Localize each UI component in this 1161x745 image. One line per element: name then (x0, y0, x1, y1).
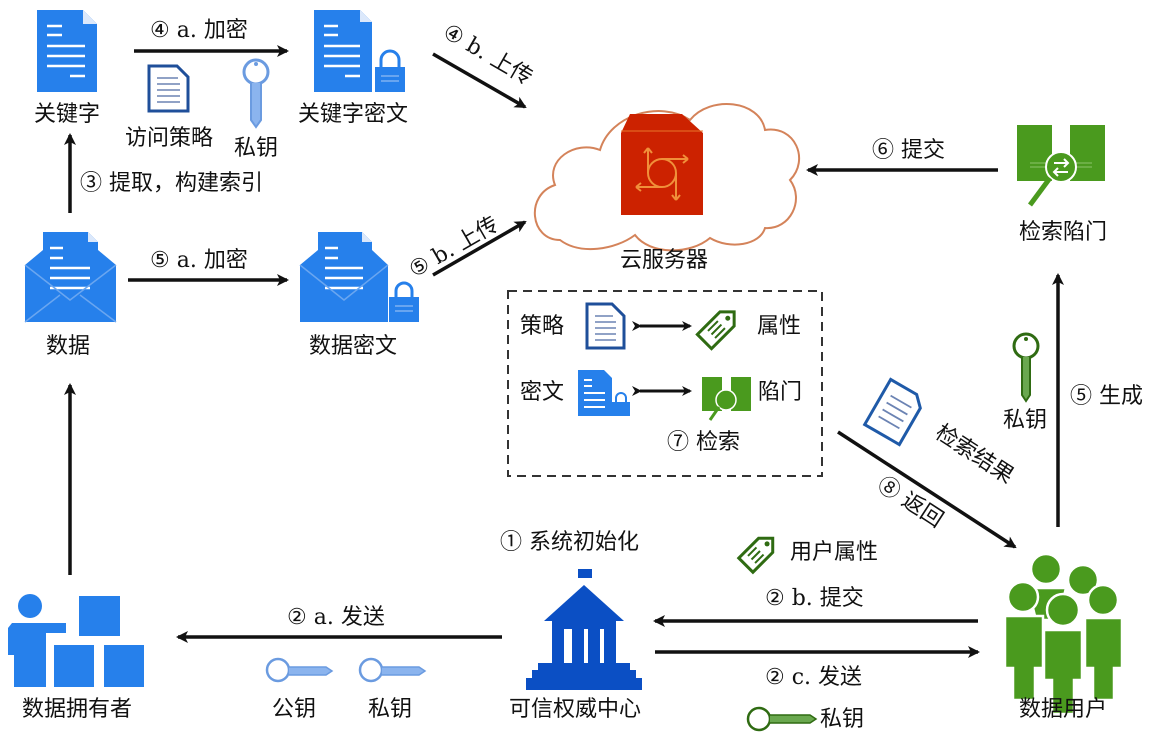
step-4a-label: ④ a. 加密 (150, 18, 248, 43)
step-2b-label: ② b. 提交 (765, 586, 864, 611)
step-7-label: ⑦ 检索 (667, 430, 740, 455)
user-attribute-tag-icon (736, 536, 775, 575)
authority-label: 可信权威中心 (508, 697, 642, 722)
owner-private-key-icon (358, 657, 427, 683)
data-envelope-icon (24, 232, 117, 323)
data-ciphertext-label: 数据密文 (308, 334, 398, 359)
trapdoor-label: 陷门 (758, 380, 803, 405)
ciphertext-label: 密文 (520, 380, 565, 405)
keyword-ciphertext-icon (314, 10, 405, 92)
public-key-icon (265, 657, 334, 683)
policy-doc-icon (585, 302, 626, 350)
private-key-icon (242, 58, 270, 129)
user-issued-private-key-icon (746, 706, 818, 732)
keyword-ciphertext-label: 关键字密文 (297, 102, 409, 127)
user-private-key-icon (1012, 332, 1040, 403)
data-user-icon (1003, 552, 1124, 716)
data-owner-label: 数据拥有者 (21, 697, 133, 722)
policy-label: 策略 (520, 314, 565, 339)
search-process-box (507, 290, 823, 477)
owner-private-key-label: 私钥 (367, 697, 413, 722)
data-ciphertext-icon (299, 232, 419, 322)
public-key-label: 公钥 (271, 697, 317, 722)
data-label: 数据 (45, 334, 91, 359)
user-attributes-label: 用户属性 (790, 540, 879, 565)
attribute-tag-icon (695, 310, 736, 351)
step-2c-label: ② c. 发送 (765, 665, 863, 690)
cloud-server-label: 云服务器 (619, 248, 709, 273)
step-3-label: ③ 提取，构建索引 (80, 171, 263, 196)
private-key-label: 私钥 (233, 136, 279, 161)
ciphertext-doc-icon (578, 370, 630, 416)
step-6-label: ⑥ 提交 (872, 138, 945, 163)
cloud-server-icon (621, 114, 703, 215)
user-private-key-label: 私钥 (1002, 408, 1048, 433)
step-2a-label: ② a. 发送 (287, 605, 385, 630)
data-owner-icon (8, 594, 144, 687)
trapdoor-small-icon (702, 377, 751, 421)
step-5a-label: ⑤ a. 加密 (150, 248, 248, 273)
arrow-8-return (837, 430, 1017, 549)
keyword-document-icon (37, 10, 97, 92)
access-policy-label: 访问策略 (124, 126, 214, 151)
attribute-label: 属性 (757, 314, 802, 339)
step-1-label: ① 系统初始化 (500, 530, 639, 555)
search-trapdoor-icon (1017, 125, 1105, 207)
arrow-4b-upload (432, 52, 527, 109)
search-result-doc-icon (862, 377, 922, 447)
access-policy-icon (147, 64, 190, 113)
keyword-label: 关键字 (33, 102, 101, 127)
data-user-label: 数据用户 (1018, 697, 1108, 722)
search-trapdoor-label: 检索陷门 (1018, 220, 1108, 245)
step-5-generate-label: ⑤ 生成 (1070, 384, 1143, 409)
authority-icon (526, 569, 642, 690)
issued-private-key-label: 私钥 (820, 707, 865, 732)
arrow-5b-upload (432, 220, 527, 277)
